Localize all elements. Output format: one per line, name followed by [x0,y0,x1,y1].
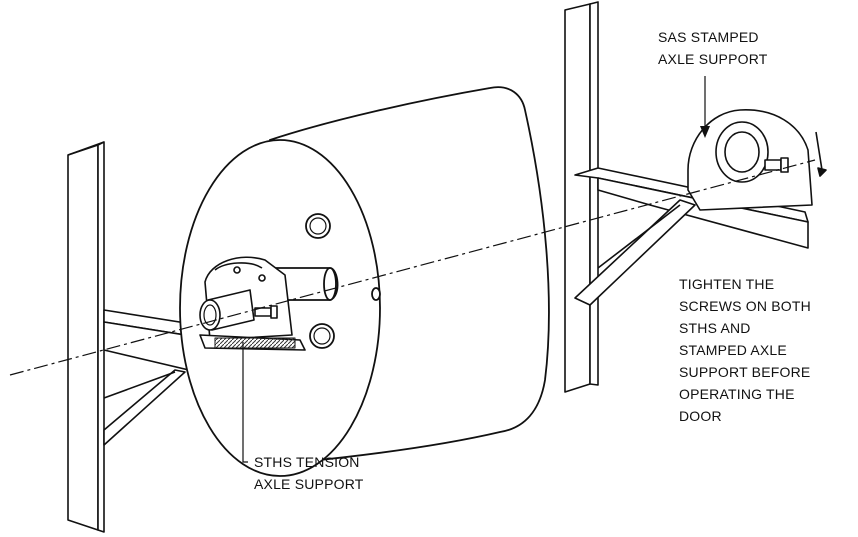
sas-bracket [687,109,827,211]
right-wall-column [564,1,599,393]
sas-label-line-1: SAS STAMPED [658,29,759,45]
instruction-line-5: SUPPORT BEFORE [679,364,810,380]
left-wall-column [67,141,105,533]
sas-label-line-2: AXLE SUPPORT [658,51,768,67]
sths-label-line-2: AXLE SUPPORT [254,476,364,492]
drum [179,86,550,477]
instruction-line-7: DOOR [679,408,722,424]
instruction-line-6: OPERATING THE [679,386,795,402]
sths-bracket [199,256,306,351]
instruction-line-3: STHS AND [679,320,751,336]
sas-leader-arrowhead [700,126,710,138]
sths-leader [242,342,248,463]
instruction-line-2: SCREWS ON BOTH [679,298,811,314]
instruction-line-4: STAMPED AXLE [679,342,787,358]
instruction-line-1: TIGHTEN THE [679,276,774,292]
right-bracket-arm [574,167,809,306]
axle-centerline [9,159,816,376]
sths-label-line-1: STHS TENSION [254,454,360,470]
